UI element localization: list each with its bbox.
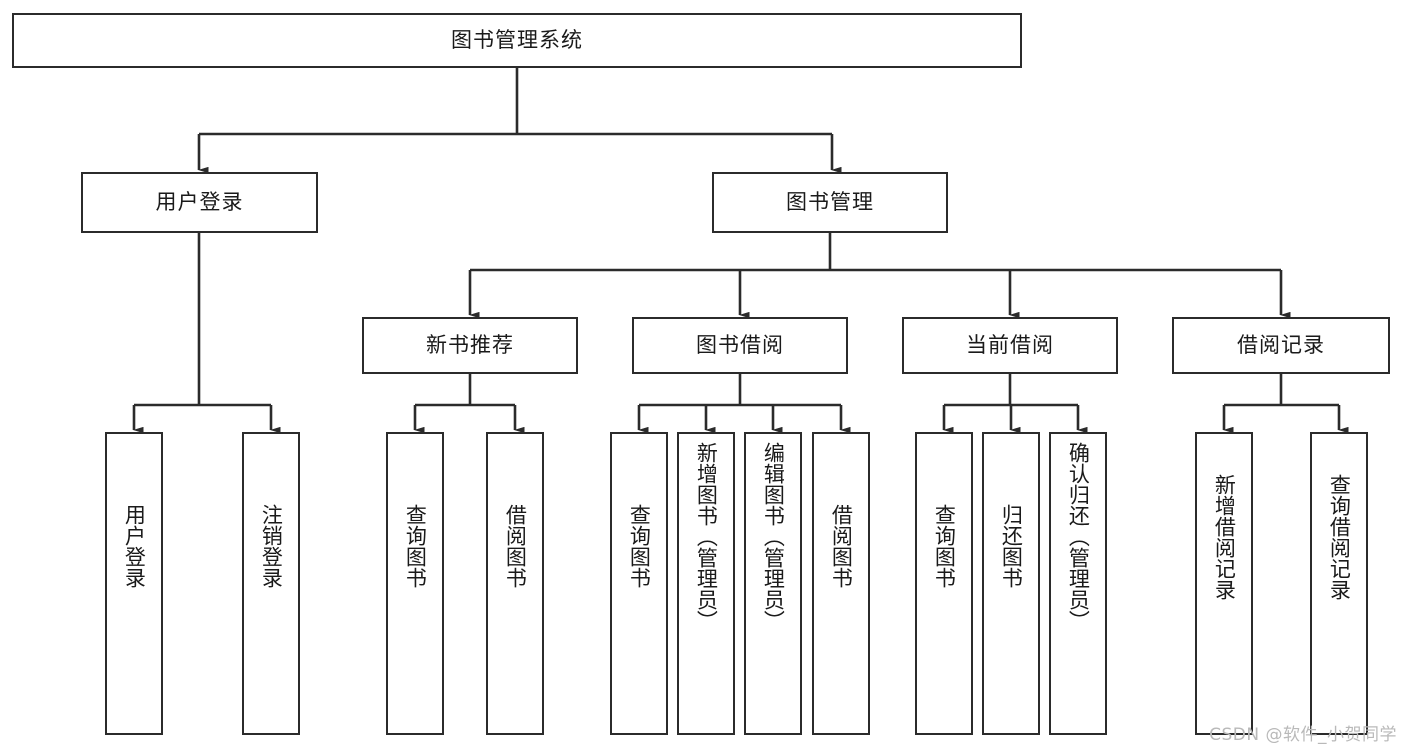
node-leaf-confirm-return-label: 确认归还（管理员） (1066, 442, 1091, 631)
node-leaf-user-login-label: 用户登录 (122, 504, 147, 588)
node-leaf-query-book-2[interactable]: 查询图书 (610, 432, 668, 735)
node-leaf-query-book-3-label: 查询图书 (932, 504, 957, 588)
node-leaf-logout-label: 注销登录 (259, 504, 284, 588)
node-leaf-add-record-label: 新增借阅记录 (1212, 474, 1237, 600)
node-leaf-add-book[interactable]: 新增图书（管理员） (677, 432, 735, 735)
node-leaf-return-book[interactable]: 归还图书 (982, 432, 1040, 735)
node-leaf-borrow-book-1[interactable]: 借阅图书 (486, 432, 544, 735)
node-current-borrow[interactable]: 当前借阅 (902, 317, 1118, 374)
node-book-borrow[interactable]: 图书借阅 (632, 317, 848, 374)
node-leaf-add-record[interactable]: 新增借阅记录 (1195, 432, 1253, 735)
node-leaf-query-book-3[interactable]: 查询图书 (915, 432, 973, 735)
node-leaf-query-record-label: 查询借阅记录 (1327, 474, 1352, 600)
node-leaf-query-book-1[interactable]: 查询图书 (386, 432, 444, 735)
node-leaf-borrow-book-2-label: 借阅图书 (829, 504, 854, 588)
watermark-text: CSDN @软件_小贺同学 (1209, 725, 1397, 745)
node-leaf-query-record[interactable]: 查询借阅记录 (1310, 432, 1368, 735)
node-new-book-recommend[interactable]: 新书推荐 (362, 317, 578, 374)
node-book-borrow-label: 图书借阅 (696, 332, 784, 357)
node-book-manage-label: 图书管理 (786, 189, 874, 214)
node-current-borrow-label: 当前借阅 (966, 332, 1054, 357)
node-leaf-query-book-2-label: 查询图书 (627, 504, 652, 588)
node-leaf-add-book-label: 新增图书（管理员） (694, 442, 719, 631)
node-leaf-borrow-book-2[interactable]: 借阅图书 (812, 432, 870, 735)
node-new-book-recommend-label: 新书推荐 (426, 332, 514, 357)
node-book-manage[interactable]: 图书管理 (712, 172, 948, 233)
node-leaf-borrow-book-1-label: 借阅图书 (503, 504, 528, 588)
node-leaf-user-login[interactable]: 用户登录 (105, 432, 163, 735)
node-user-login[interactable]: 用户登录 (81, 172, 318, 233)
node-leaf-return-book-label: 归还图书 (999, 504, 1024, 588)
node-leaf-confirm-return[interactable]: 确认归还（管理员） (1049, 432, 1107, 735)
node-borrow-record-label: 借阅记录 (1237, 332, 1325, 357)
node-leaf-query-book-1-label: 查询图书 (403, 504, 428, 588)
node-leaf-edit-book-label: 编辑图书（管理员） (761, 442, 786, 631)
node-root[interactable]: 图书管理系统 (12, 13, 1022, 68)
node-borrow-record[interactable]: 借阅记录 (1172, 317, 1390, 374)
node-user-login-label: 用户登录 (155, 189, 244, 214)
node-leaf-edit-book[interactable]: 编辑图书（管理员） (744, 432, 802, 735)
node-root-label: 图书管理系统 (451, 27, 583, 52)
node-leaf-logout[interactable]: 注销登录 (242, 432, 300, 735)
